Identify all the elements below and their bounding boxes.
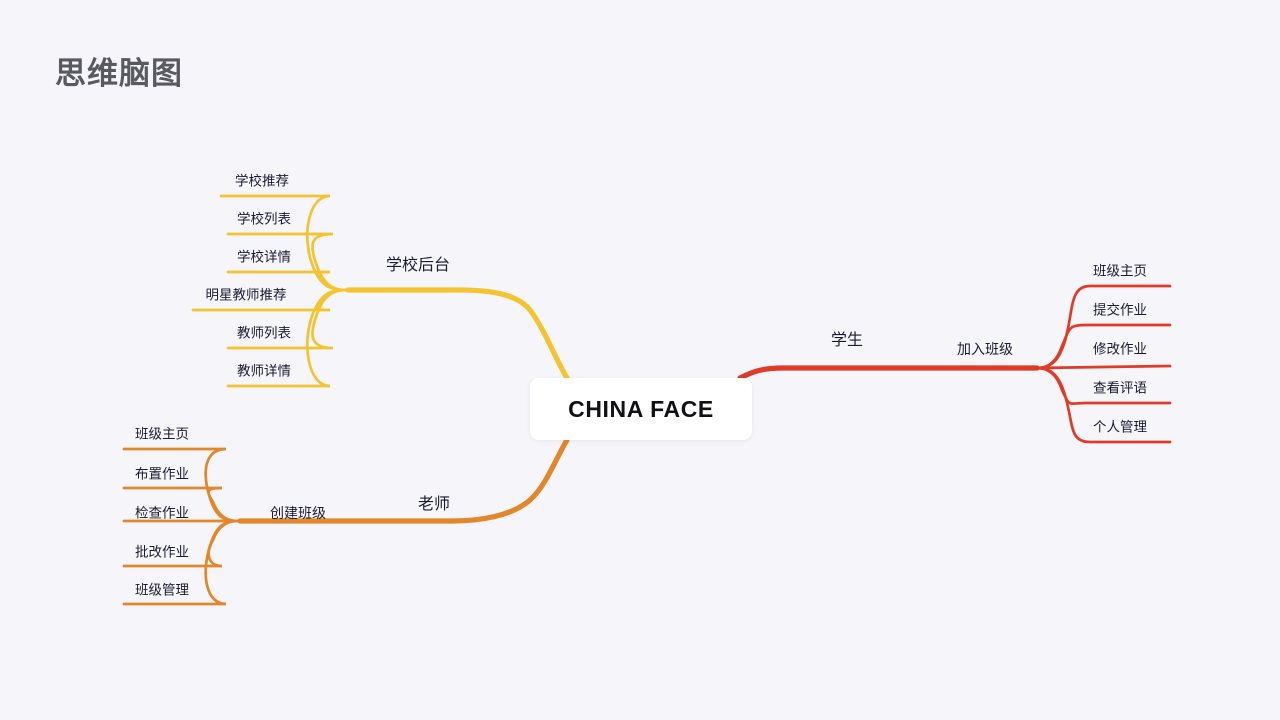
leaf-student-2[interactable]: 修改作业: [1093, 341, 1147, 357]
connector-student-leaf-2: [1035, 364, 1172, 370]
leaf-teacher-4[interactable]: 班级管理: [135, 582, 189, 598]
mid-label-student[interactable]: 加入班级: [957, 341, 1013, 357]
leaf-school-1[interactable]: 学校列表: [237, 211, 291, 227]
mid-label-teacher[interactable]: 创建班级: [270, 505, 326, 521]
leaf-student-1[interactable]: 提交作业: [1093, 302, 1147, 318]
center-node[interactable]: CHINA FACE: [530, 378, 752, 440]
leaf-teacher-0[interactable]: 班级主页: [135, 426, 189, 442]
leaf-student-3[interactable]: 查看评语: [1093, 380, 1147, 396]
branch-label-teacher[interactable]: 老师: [417, 496, 451, 513]
leaf-teacher-1[interactable]: 布置作业: [135, 466, 189, 482]
leaf-student-0[interactable]: 班级主页: [1093, 263, 1147, 279]
branch-label-student[interactable]: 学生: [830, 332, 864, 349]
branch-label-school[interactable]: 学校后台: [385, 257, 451, 274]
leaf-teacher-3[interactable]: 批改作业: [135, 544, 189, 560]
leaf-school-4[interactable]: 教师列表: [237, 325, 291, 341]
leaf-school-3[interactable]: 明星教师推荐: [205, 287, 287, 303]
center-node-label: CHINA FACE: [568, 395, 714, 422]
leaf-teacher-2[interactable]: 检查作业: [135, 505, 189, 521]
leaf-school-0[interactable]: 学校推荐: [235, 173, 289, 189]
connector-school-leaf-0: [219, 194, 347, 292]
leaf-school-5[interactable]: 教师详情: [237, 363, 291, 379]
connector-school-trunk: [345, 287, 570, 381]
leaf-student-4[interactable]: 个人管理: [1093, 419, 1147, 435]
page-title: 思维脑图: [55, 56, 183, 91]
connector-student-trunk: [737, 365, 1040, 381]
leaf-school-2[interactable]: 学校详情: [237, 249, 291, 265]
